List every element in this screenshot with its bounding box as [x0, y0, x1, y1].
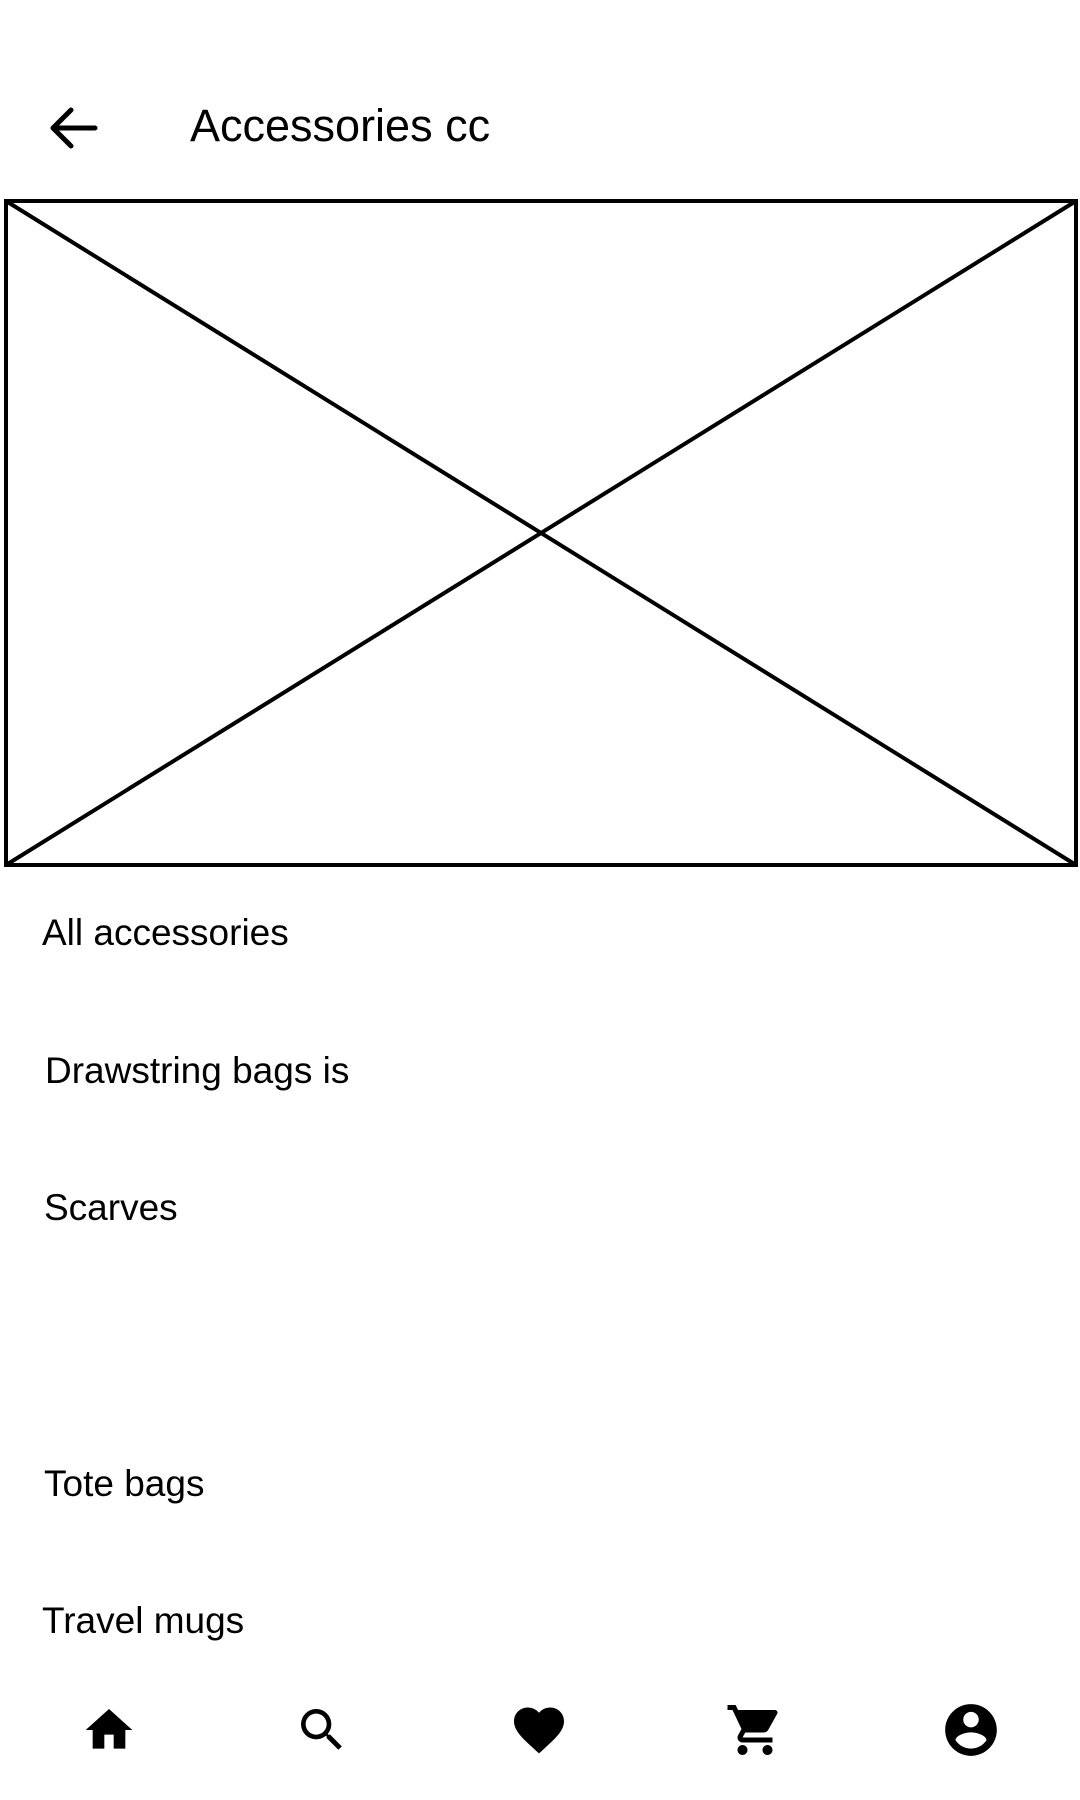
- page-title: Accessories cc: [190, 100, 491, 151]
- hero-image-placeholder: [4, 199, 1078, 867]
- category-item-all-accessories[interactable]: All accessories: [42, 912, 289, 953]
- category-item-travel-mugs[interactable]: Travel mugs: [42, 1600, 245, 1641]
- nav-favorites-button[interactable]: [499, 1690, 579, 1770]
- nav-cart-button[interactable]: [715, 1690, 795, 1770]
- category-item-drawstring-bags[interactable]: Drawstring bags is: [45, 1050, 350, 1091]
- back-button[interactable]: [40, 100, 106, 156]
- arrow-back-icon: [50, 107, 98, 149]
- bottom-navigation: [0, 1690, 1080, 1770]
- heart-icon: [514, 1707, 564, 1754]
- cart-icon: [727, 1705, 778, 1755]
- nav-account-button[interactable]: [931, 1690, 1011, 1770]
- app-bar: Accessories cc: [0, 0, 1080, 195]
- nav-home-button[interactable]: [69, 1690, 149, 1770]
- category-item-scarves[interactable]: Scarves: [44, 1187, 178, 1228]
- nav-search-button[interactable]: [282, 1690, 362, 1770]
- image-placeholder-icon: [4, 199, 1078, 867]
- search-icon: [301, 1709, 342, 1750]
- category-item-tote-bags[interactable]: Tote bags: [44, 1463, 205, 1504]
- home-icon: [85, 1709, 133, 1749]
- account-icon: [945, 1704, 997, 1756]
